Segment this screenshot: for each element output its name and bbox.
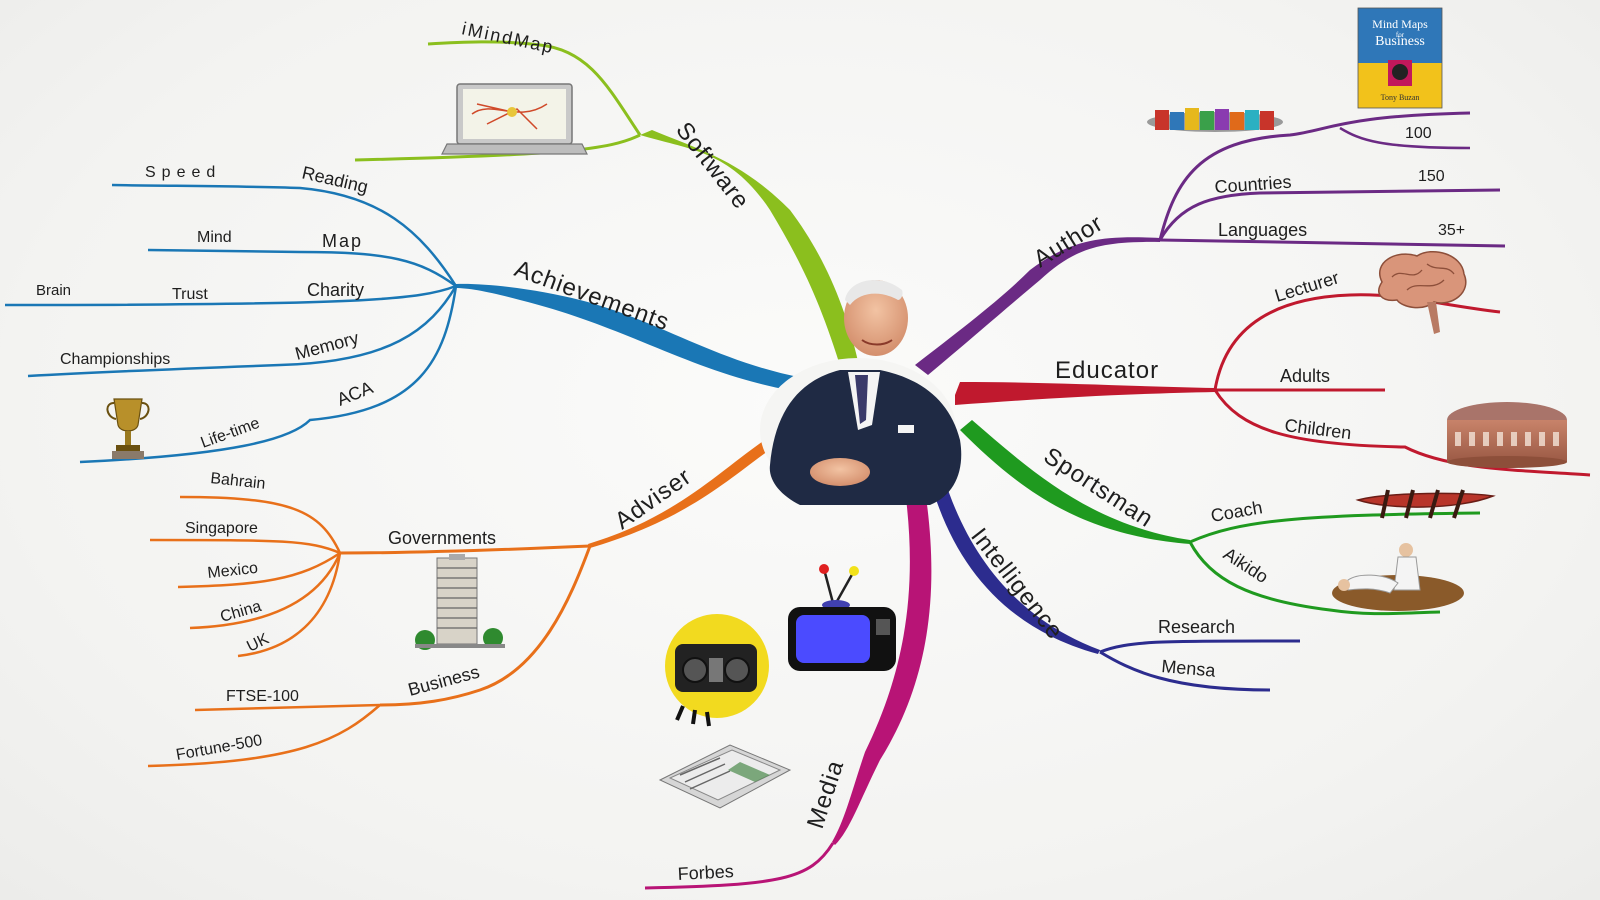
- charity-label: Charity: [307, 280, 364, 300]
- mind-label: Mind: [197, 229, 232, 246]
- book-title-line1: Mind Maps: [1372, 17, 1428, 31]
- reading-label: Reading: [300, 162, 370, 197]
- research-label: Research: [1158, 617, 1235, 637]
- languages-label: Languages: [1218, 220, 1307, 240]
- book-title-line2: for: [1396, 31, 1405, 39]
- radio-image: [665, 614, 769, 727]
- author-twig-100: [1158, 111, 1471, 241]
- educator-twig-children: [1213, 389, 1591, 477]
- branch-achievements: Achievements Speed Reading Mind Map Brai…: [4, 162, 820, 464]
- adviser-main-branch: [588, 412, 818, 548]
- central-portrait: [760, 279, 962, 505]
- intelligence-label: Intelligence: [965, 523, 1068, 645]
- office-tower-image: [415, 554, 505, 650]
- brain-image: [1378, 251, 1467, 334]
- bahrain-label: Bahrain: [210, 470, 267, 493]
- sportsman-twig-aikido: [1188, 541, 1441, 616]
- book-title-line3: Business: [1375, 34, 1425, 49]
- aca-label: ACA: [334, 377, 376, 409]
- television-image: [788, 564, 896, 671]
- count-100-label: 100: [1405, 125, 1432, 142]
- forbes-label: Forbes: [677, 861, 734, 884]
- adults-label: Adults: [1280, 366, 1330, 386]
- mensa-label: Mensa: [1161, 656, 1218, 681]
- adviser-twig-governments: [339, 544, 591, 555]
- adviser-twig-business: [379, 545, 592, 707]
- media-main-branch: [832, 490, 932, 845]
- mexico-label: Mexico: [207, 560, 259, 582]
- brain-label: Brain: [36, 282, 71, 299]
- educator-label: Educator: [1055, 357, 1159, 384]
- educator-main-branch: [955, 382, 1215, 405]
- author-twig-languages: [1159, 238, 1506, 248]
- children-label: Children: [1284, 415, 1353, 443]
- intelligence-twig-mensa: [1099, 650, 1271, 692]
- educator-twig-lecturer: [1213, 293, 1501, 391]
- branch-sportsman: Sportsman Coach Aikido: [960, 420, 1496, 616]
- rowing-boat-image: [1355, 489, 1496, 519]
- book-author-label: Tony Buzan: [1381, 93, 1420, 102]
- aikido-image: [1332, 543, 1464, 611]
- trust-label: Trust: [172, 286, 208, 303]
- championships-label: Championships: [60, 351, 170, 368]
- governments-country-twigs: [149, 495, 342, 658]
- achievements-twigs: [4, 183, 458, 464]
- ftse-label: FTSE-100: [226, 688, 299, 705]
- author-twig-100b: [1339, 126, 1471, 150]
- business-twig-fortune: [147, 704, 381, 768]
- count-150-label: 150: [1418, 168, 1445, 185]
- author-main-branch: [915, 237, 1160, 375]
- trophy-image: [106, 398, 150, 459]
- business-twig-ftse: [194, 703, 381, 712]
- imindmap-label: iMindMap: [460, 18, 556, 57]
- book-cover-image: Mind Maps for Business Tony Buzan: [1357, 7, 1443, 109]
- branch-author: Author 100 Countries 150 Languages 35+ M…: [915, 7, 1506, 375]
- laptop-image: [441, 83, 588, 155]
- speed-label: Speed: [145, 164, 221, 181]
- software-main-branch: [640, 130, 860, 372]
- media-twig-forbes: [644, 842, 835, 890]
- coach-label: Coach: [1209, 497, 1264, 526]
- lifetime-label: Life-time: [199, 415, 263, 452]
- uk-label: UK: [244, 630, 272, 655]
- books-row-image: [1147, 108, 1283, 132]
- intelligence-twig-research: [1099, 639, 1301, 654]
- map-label: Map: [322, 231, 363, 251]
- author-twig-countries: [1158, 188, 1501, 241]
- branch-educator: Educator Lecturer Adults Children: [955, 251, 1591, 477]
- count-35-label: 35+: [1438, 222, 1465, 239]
- intelligence-main-branch: [930, 478, 1100, 654]
- concert-hall-image: [1447, 402, 1567, 468]
- sportsman-main-branch: [960, 420, 1190, 544]
- branch-media: Media Forbes: [644, 490, 932, 890]
- software-twig-imindmap: [427, 40, 642, 136]
- achievements-main-branch: [455, 283, 820, 395]
- governments-label: Governments: [388, 528, 496, 548]
- singapore-label: Singapore: [185, 520, 258, 537]
- sportsman-twig-coach: [1189, 511, 1481, 544]
- software-label: Software: [670, 117, 755, 215]
- newspapers-image: [658, 744, 792, 809]
